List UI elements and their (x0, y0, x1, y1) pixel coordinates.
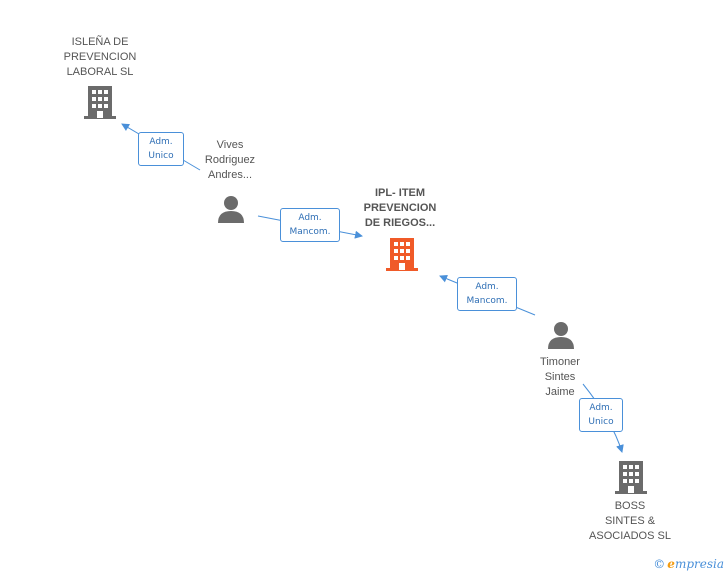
edge-label-vives-ipl[interactable]: Adm. Mancom. (280, 208, 340, 242)
copyright-icon: © (653, 557, 666, 571)
building-icon[interactable] (615, 459, 647, 500)
person-icon[interactable] (547, 320, 575, 355)
main-building-icon[interactable] (386, 236, 418, 277)
edge-label-timoner-boss[interactable]: Adm. Unico (579, 398, 623, 432)
node-ipl-label: IPL- ITEM PREVENCION DE RIEGOS... (363, 187, 437, 229)
node-timoner-label: Timoner Sintes Jaime (540, 356, 580, 398)
node-vives-label: Vives Rodriguez Andres... (204, 139, 256, 181)
node-islena-label: ISLEÑA DE PREVENCION LABORAL SL (63, 36, 137, 78)
person-icon[interactable] (217, 194, 245, 229)
building-icon[interactable] (84, 84, 116, 125)
edge-label-vives-islena[interactable]: Adm. Unico (138, 132, 184, 166)
empresia-logo: ©empresia (653, 557, 724, 571)
edge-label-timoner-ipl[interactable]: Adm. Mancom. (457, 277, 517, 311)
node-boss-label: BOSS SINTES & ASOCIADOS SL (589, 500, 671, 542)
